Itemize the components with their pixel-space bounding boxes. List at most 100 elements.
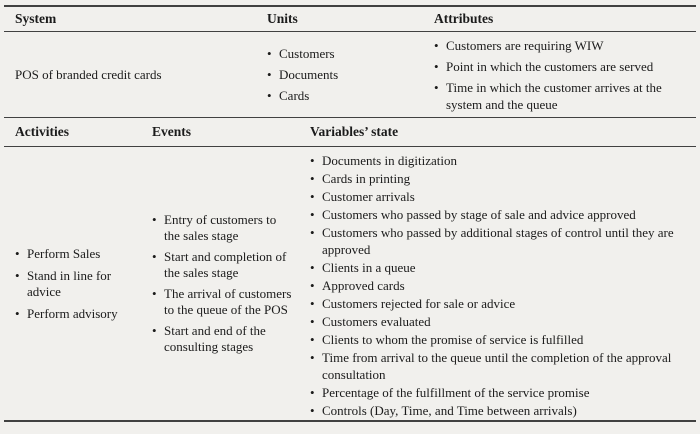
list-item: • Customers are requiring WIW	[434, 37, 691, 54]
variables-state-list: • Documents in digitization • Cards in prin…	[310, 152, 692, 419]
bullet-icon: •	[267, 88, 272, 103]
list-item-text: Documents	[279, 67, 339, 82]
list-item-text: Clients in a queue	[322, 260, 416, 275]
bullet-icon: •	[15, 305, 20, 321]
paper-table-page: System Units Attributes POS of branded c…	[4, 5, 696, 422]
bullet-icon: •	[152, 285, 157, 301]
bullet-icon: •	[310, 260, 315, 275]
system-units-attributes-table: System Units Attributes POS of branded c…	[4, 5, 696, 117]
list-item-text: Controls (Day, Time, and Time between ar…	[322, 403, 577, 418]
list-item: • Customers who passed by additional stag…	[310, 224, 692, 258]
bullet-icon: •	[310, 350, 315, 365]
list-item: • Customers rejected for sale or advice	[310, 295, 692, 312]
cell-units: • Customers • Documents • Cards	[252, 32, 422, 117]
list-item-text: Cards in printing	[322, 171, 411, 186]
list-item: • The arrival of customers to the queue o…	[152, 286, 293, 319]
list-item: • Time in which the customer arrives at t…	[434, 79, 691, 113]
bottom-table-header-row: Activities Events Variables’ state	[4, 117, 696, 147]
list-item-text: Perform advisory	[27, 305, 118, 321]
list-item: • Time from arrival to the queue until th…	[310, 349, 692, 383]
bullet-icon: •	[310, 332, 315, 347]
units-list: • Customers • Documents • Cards	[267, 45, 418, 104]
activities-events-variables-table: Activities Events Variables’ state • Perf…	[4, 117, 696, 422]
list-item-text: Customers	[279, 46, 335, 61]
bullet-icon: •	[310, 171, 315, 186]
bullet-icon: •	[310, 385, 315, 400]
list-item-text: Clients to whom the promise of service i…	[322, 332, 584, 347]
list-item-text: Cards	[279, 88, 310, 103]
list-item: • Documents in digitization	[310, 152, 692, 169]
list-item: • Customers who passed by stage of sale a…	[310, 206, 692, 223]
bullet-icon: •	[434, 37, 439, 53]
list-item: • Documents	[267, 66, 418, 83]
list-item-text: Time in which the customer arrives at th…	[446, 79, 662, 112]
events-list: • Entry of customers to the sales stage • S…	[152, 212, 293, 356]
list-item: • Entry of customers to the sales stage	[152, 212, 293, 245]
list-item-text: Perform Sales	[27, 245, 101, 261]
list-item-text: Start and end of the consulting stages	[164, 322, 266, 355]
list-item-text: Stand in line for advice	[27, 267, 112, 299]
activities-list: •Perform Sales•Stand in line for advice•…	[15, 246, 126, 322]
system-value: POS of branded credit cards	[15, 67, 162, 82]
bullet-icon: •	[310, 314, 315, 329]
bullet-icon: •	[15, 267, 20, 283]
list-item-text: Customers who passed by additional stage…	[322, 225, 674, 257]
header-system: System	[15, 11, 57, 26]
list-item: • Clients in a queue	[310, 259, 692, 276]
bullet-icon: •	[310, 278, 315, 293]
list-item: • Start and end of the consulting stages	[152, 323, 293, 356]
list-item-text: Customers rejected for sale or advice	[322, 296, 516, 311]
bullet-icon: •	[310, 207, 315, 222]
list-item: • Start and completion of the sales stage	[152, 249, 293, 282]
list-item-text: The arrival of customers to the queue of…	[164, 285, 292, 318]
list-item: • Point in which the customers are served	[434, 58, 691, 75]
bullet-icon: •	[267, 67, 272, 82]
list-item: • Perform advisory	[15, 306, 126, 322]
cell-activities: •Perform Sales•Stand in line for advice•…	[4, 147, 140, 420]
list-item-text: Point in which the customers are served	[446, 58, 654, 74]
cell-events: • Entry of customers to the sales stage • S…	[140, 147, 298, 420]
list-item-text: Approved cards	[322, 278, 405, 293]
header-units: Units	[267, 11, 298, 26]
bullet-icon: •	[434, 58, 439, 74]
bullet-icon: •	[434, 79, 439, 95]
bullet-icon: •	[310, 153, 315, 168]
list-item-text: Documents in digitization	[322, 153, 458, 168]
bullet-icon: •	[152, 211, 157, 227]
list-item: • Clients to whom the promise of service …	[310, 331, 692, 348]
list-item-text: Percentage of the fulfillment of the ser…	[322, 385, 590, 400]
cell-attributes: • Customers are requiring WIW • Point in wh…	[422, 32, 696, 117]
list-item: • Controls (Day, Time, and Time between a…	[310, 402, 692, 419]
bullet-icon: •	[310, 225, 315, 240]
list-item-text: Customers are requiring WIW	[446, 37, 604, 53]
bullet-icon: •	[310, 189, 315, 204]
bullet-icon: •	[267, 46, 272, 61]
cell-system: POS of branded credit cards	[4, 32, 252, 117]
list-item-text: Start and completion of the sales stage	[164, 248, 287, 281]
list-item-text: Customers who passed by stage of sale an…	[322, 207, 636, 222]
header-attributes: Attributes	[434, 11, 494, 26]
list-item: • Percentage of the fulfillment of the se…	[310, 384, 692, 401]
list-item: • Approved cards	[310, 277, 692, 294]
attributes-list: • Customers are requiring WIW • Point in wh…	[434, 37, 691, 113]
cell-variables-state: • Documents in digitization • Cards in prin…	[298, 147, 696, 420]
header-events: Events	[152, 124, 192, 139]
list-item: • Cards	[267, 87, 418, 104]
list-item: • Customers	[267, 45, 418, 62]
bullet-icon: •	[310, 403, 315, 418]
list-item-text: Customer arrivals	[322, 189, 415, 204]
list-item: • Cards in printing	[310, 170, 692, 187]
list-item: • Perform Sales	[15, 246, 126, 262]
bullet-icon: •	[310, 296, 315, 311]
bullet-icon: •	[152, 322, 157, 338]
bottom-table-body-row: •Perform Sales•Stand in line for advice•…	[4, 147, 696, 422]
list-item-text: Entry of customers to the sales stage	[164, 211, 277, 244]
top-table-header-row: System Units Attributes	[4, 5, 696, 32]
bullet-icon: •	[152, 248, 157, 264]
list-item: •Customers evaluated	[310, 313, 692, 330]
top-table-body-row: POS of branded credit cards • Customers • D…	[4, 32, 696, 117]
list-item-text: Time from arrival to the queue until the…	[322, 350, 672, 382]
header-activities: Activities	[15, 124, 69, 139]
bullet-icon: •	[15, 245, 20, 261]
list-item: • Stand in line for advice	[15, 268, 126, 300]
